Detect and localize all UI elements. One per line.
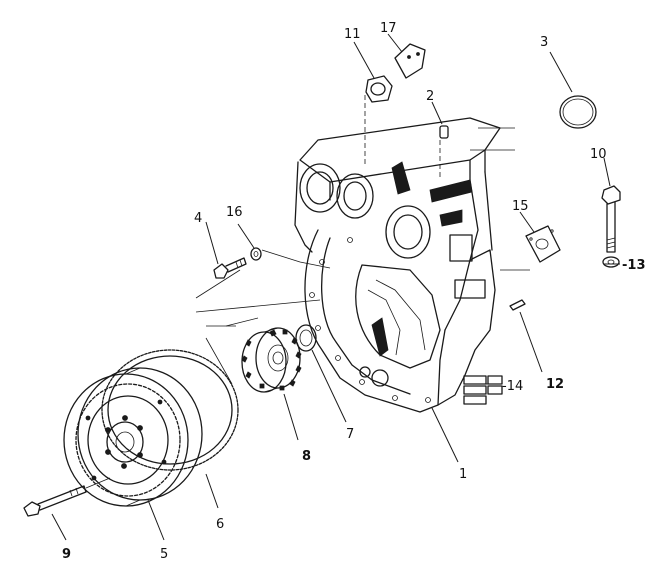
plug-icon xyxy=(439,125,449,139)
flywheel-icon xyxy=(63,367,203,507)
callout-10: 10 xyxy=(590,147,607,162)
callout-8: 8 xyxy=(302,449,311,464)
callout-14: -14 xyxy=(502,379,523,394)
oil-seal-icon xyxy=(295,324,317,352)
callout-4: 4 xyxy=(194,211,202,226)
callout-5: 5 xyxy=(160,547,168,562)
o-ring-icon xyxy=(559,95,597,129)
shim-icon xyxy=(463,375,503,405)
bolt-icon xyxy=(23,485,87,517)
ring-gear-icon xyxy=(101,349,239,471)
bolt-icon xyxy=(213,257,247,279)
gasket-icon xyxy=(525,225,561,263)
callout-2: 2 xyxy=(426,89,434,104)
bolt-icon xyxy=(601,185,621,253)
callout-11: 11 xyxy=(344,27,361,42)
callout-12: 12 xyxy=(546,377,564,392)
washer-icon xyxy=(602,256,620,268)
callout-16: 16 xyxy=(226,205,243,220)
callout-13: -13 xyxy=(622,258,646,273)
cover-plate-icon xyxy=(394,43,426,79)
flywheel-housing-icon xyxy=(294,95,530,413)
callout-6: 6 xyxy=(216,517,224,532)
dowel-pin-icon xyxy=(509,299,526,311)
callout-9: 9 xyxy=(62,547,71,562)
callout-7: 7 xyxy=(346,427,354,442)
callout-15: 15 xyxy=(512,199,529,214)
gasket-icon xyxy=(365,75,393,103)
washer-icon xyxy=(250,247,262,261)
leader-lines xyxy=(51,33,620,541)
drive-gear-icon xyxy=(241,327,302,393)
callout-17: 17 xyxy=(380,21,397,36)
callout-1: 1 xyxy=(459,467,467,482)
callout-3: 3 xyxy=(540,35,548,50)
